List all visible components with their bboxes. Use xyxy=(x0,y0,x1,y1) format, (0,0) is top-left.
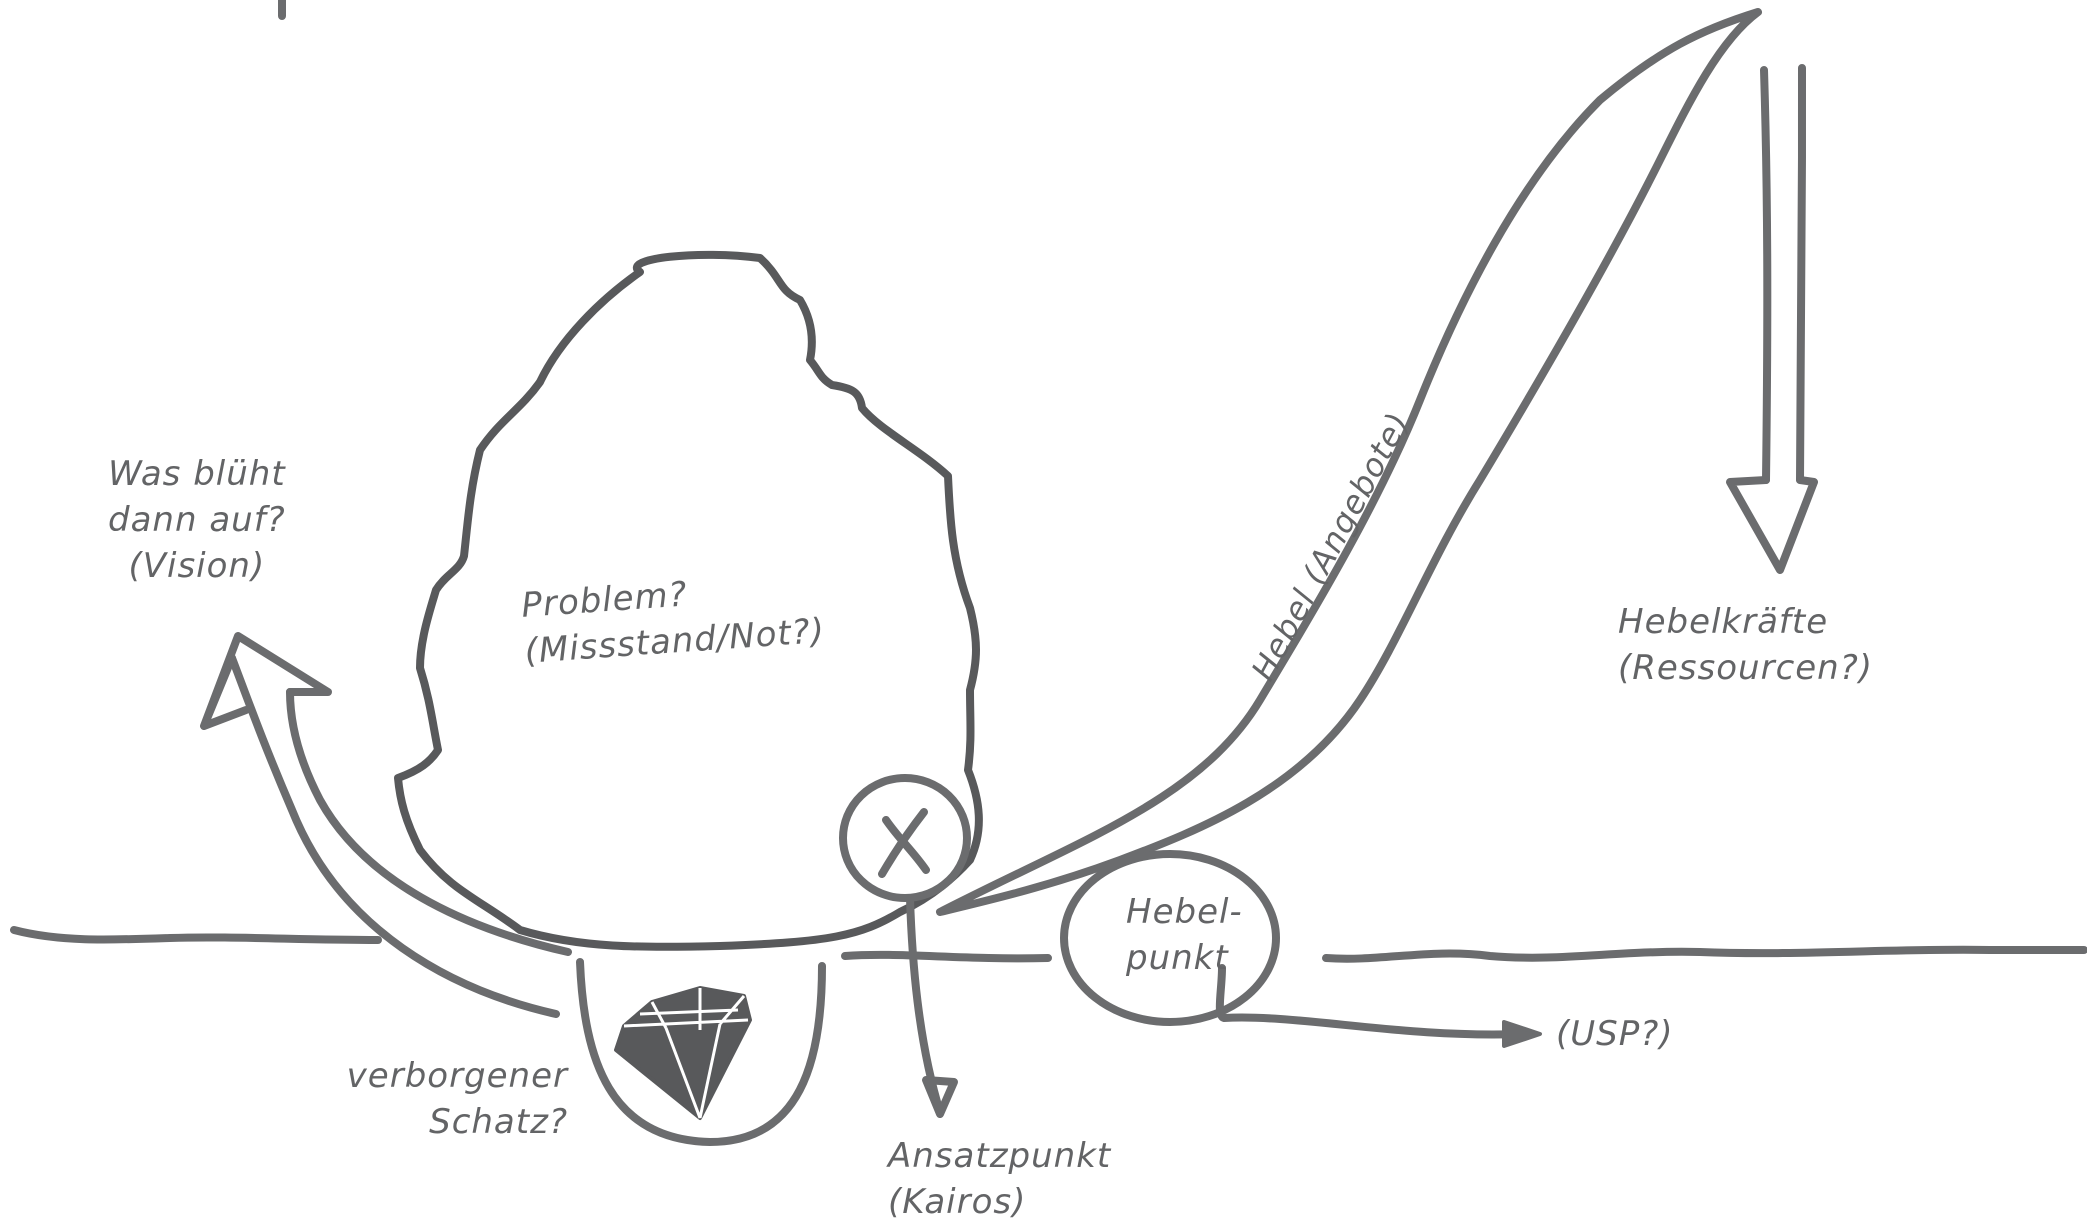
usp-label: (USP?) xyxy=(1556,1012,1674,1058)
treasure-label: verborgener Schatz? xyxy=(318,1054,568,1146)
pivot-label: Hebel- punkt xyxy=(1126,890,1243,982)
lever xyxy=(940,12,1758,912)
vision-label: Was blüht dann auf? (Vision) xyxy=(108,452,286,590)
lever-forces-label: Hebelkräfte (Ressourcen?) xyxy=(1618,600,1873,692)
x-mark-icon xyxy=(882,812,926,874)
ground-line xyxy=(14,930,2084,959)
starting-point-label: Ansatzpunkt (Kairos) xyxy=(888,1134,1111,1226)
vision-arrow-body xyxy=(232,658,568,1014)
arrow-right-icon xyxy=(1504,1022,1540,1046)
lever-force-arrow-body xyxy=(1764,68,1802,480)
arrow-up-left-icon xyxy=(204,636,328,726)
arrow-down-icon xyxy=(1730,480,1814,570)
diamond-icon xyxy=(616,988,750,1118)
arrow-down-small-icon xyxy=(926,1080,954,1114)
